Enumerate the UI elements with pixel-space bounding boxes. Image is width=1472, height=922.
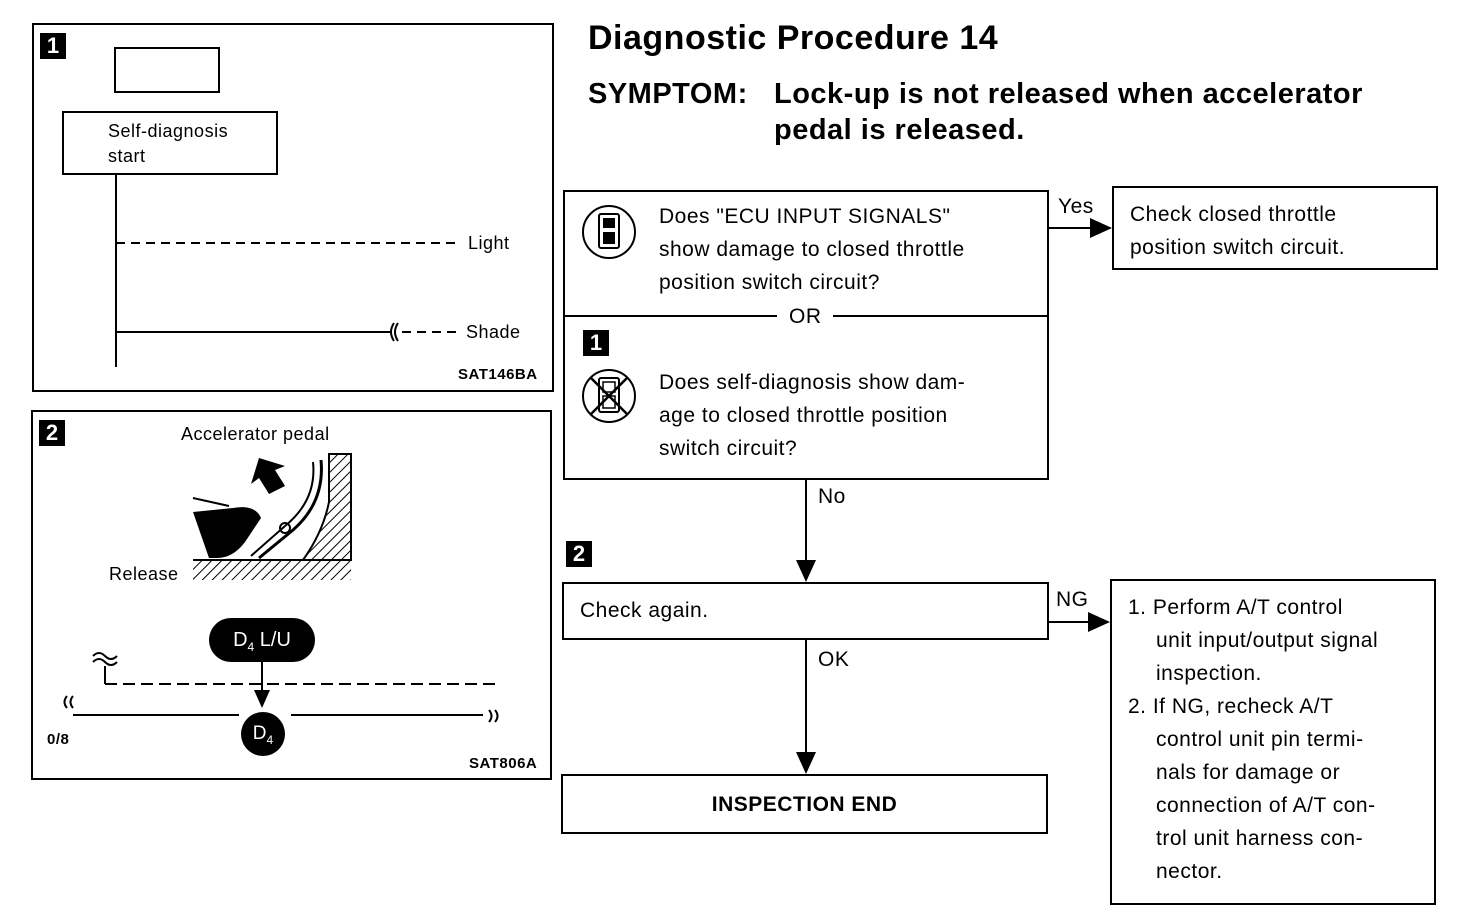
- d4-lockup-pill-sub: 4: [247, 640, 255, 654]
- self-diagnosis-start-box: Self-diagnosis start: [62, 111, 278, 175]
- start-label-line1: Self-diagnosis: [108, 121, 229, 141]
- yes-label: Yes: [1058, 195, 1094, 218]
- ng-result-line5: control unit pin termi-: [1156, 728, 1364, 751]
- ng-result-line4: 2. If NG, recheck A/T: [1128, 695, 1334, 718]
- self-diagnosis-timing-chart: [115, 175, 458, 367]
- ng-result-line6: nals for damage or: [1156, 761, 1341, 784]
- question2-badge: 1: [583, 330, 609, 356]
- start-label-line2: start: [108, 146, 146, 166]
- no-tool-icon: [582, 369, 636, 423]
- d4-circle: D4: [241, 712, 285, 756]
- panel2-figure-code: SAT806A: [469, 755, 538, 772]
- ng-result-line7: connection of A/T con-: [1156, 794, 1376, 817]
- ng-result-line8: trol unit harness con-: [1156, 827, 1364, 850]
- light-label: Light: [468, 233, 510, 253]
- ng-result-box: 1. Perform A/T control unit input/output…: [1110, 579, 1436, 905]
- question2-line2: age to closed throttle position: [659, 404, 948, 427]
- symptom-text-line2: pedal is released.: [774, 114, 1025, 146]
- consult-tool-icon: [582, 205, 636, 259]
- shift-timing-diagram: [63, 652, 501, 723]
- or-divider-left: [565, 315, 777, 317]
- pedal-illustration: [192, 453, 352, 580]
- release-label: Release: [109, 564, 179, 584]
- inspection-end-label: INSPECTION END: [711, 793, 898, 816]
- yes-result-line2: position switch circuit.: [1130, 236, 1346, 259]
- page-title: Diagnostic Procedure 14: [588, 19, 999, 57]
- mode-display-box: [114, 47, 220, 93]
- yes-result-box: Check closed throttle position switch ci…: [1112, 186, 1438, 270]
- panel1-figure-code: SAT146BA: [458, 366, 538, 383]
- d4-circle-d: D: [252, 723, 267, 744]
- symptom-text-line1: Lock-up is not released when accelerator: [774, 78, 1363, 110]
- question1-line1: Does "ECU INPUT SIGNALS": [659, 205, 951, 228]
- question2-line3: switch circuit?: [659, 437, 798, 460]
- ng-label: NG: [1056, 588, 1089, 611]
- panel2-badge: 2: [39, 420, 65, 446]
- d4-lockup-pill: D4 L/U: [209, 618, 315, 662]
- check-again-box: Check again.: [562, 582, 1049, 640]
- step2-badge: 2: [566, 541, 592, 567]
- inspection-end-box: INSPECTION END: [561, 774, 1048, 834]
- ng-result-line2: unit input/output signal: [1156, 629, 1379, 652]
- ng-result-line3: inspection.: [1156, 662, 1262, 685]
- or-divider-right: [833, 315, 1047, 317]
- panel-self-diagnosis: 1 Self-diagnosis start Light Shade SAT14…: [32, 23, 554, 392]
- panel-accelerator-pedal: 2 Accelerator pedal Release D4 L/U: [31, 410, 552, 780]
- symptom-label: SYMPTOM:: [588, 78, 748, 110]
- panel1-badge: 1: [40, 33, 66, 59]
- accelerator-pedal-label: Accelerator pedal: [181, 424, 330, 444]
- question2-line1: Does self-diagnosis show dam-: [659, 371, 966, 394]
- d4-lockup-pill-d: D: [233, 629, 248, 651]
- d4-circle-sub: 4: [266, 732, 274, 747]
- d4-lockup-pill-lu: L/U: [259, 629, 291, 651]
- question-box: Does "ECU INPUT SIGNALS" show damage to …: [563, 190, 1049, 480]
- check-again-label: Check again.: [580, 599, 709, 622]
- question1-line3: position switch circuit?: [659, 271, 880, 294]
- question1-line2: show damage to closed throttle: [659, 238, 965, 261]
- ng-result-line9: nector.: [1156, 860, 1223, 883]
- ng-result-line1: 1. Perform A/T control: [1128, 596, 1343, 619]
- ok-label: OK: [818, 648, 850, 671]
- yes-result-line1: Check closed throttle: [1130, 203, 1337, 226]
- no-label: No: [818, 485, 846, 508]
- shade-label: Shade: [466, 322, 521, 342]
- or-label: OR: [789, 305, 822, 328]
- axis-zero-label: 0/8: [47, 731, 70, 748]
